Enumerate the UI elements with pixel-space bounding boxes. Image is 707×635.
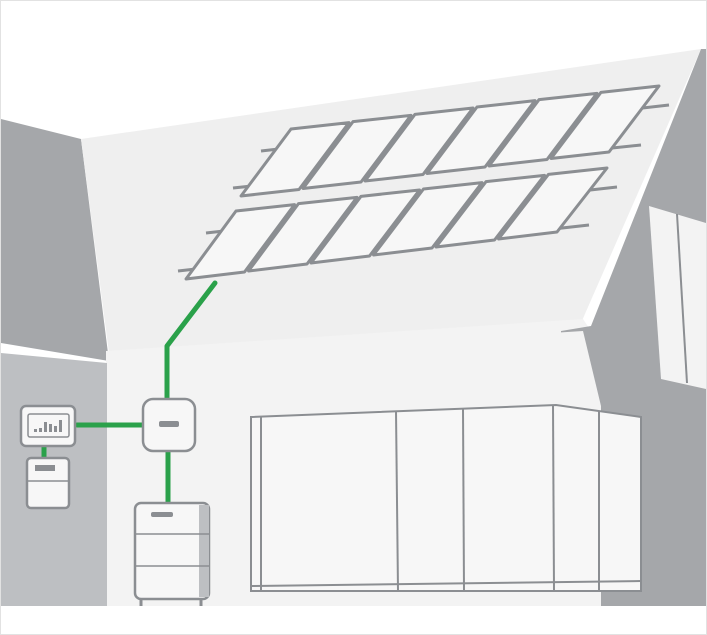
solar-panel	[372, 181, 484, 257]
solar-panel	[184, 203, 296, 281]
dormer-window	[649, 206, 706, 389]
panel-to-inverter-cable	[164, 280, 218, 402]
solar-panel	[239, 121, 351, 198]
solar-panel	[434, 173, 546, 249]
solar-panel	[549, 84, 661, 160]
solar-panel-array	[177, 84, 670, 281]
inverter-icon	[141, 397, 197, 453]
electric-meter-icon	[25, 456, 71, 510]
left-wing-wall	[1, 119, 109, 361]
energy-meter-icon	[19, 404, 77, 448]
solar-panel	[309, 188, 421, 265]
cables	[41, 280, 218, 506]
battery-icon	[133, 501, 211, 606]
solar-panel	[487, 91, 599, 168]
roof-eave	[106, 319, 591, 363]
ground	[1, 606, 706, 634]
solar-panel	[425, 99, 537, 175]
solar-panel	[497, 166, 609, 241]
dormer-divider	[676, 213, 688, 384]
solar-panel	[247, 195, 359, 273]
solar-panel	[301, 113, 413, 190]
solar-panel	[363, 106, 475, 183]
glass-wall	[250, 403, 642, 592]
